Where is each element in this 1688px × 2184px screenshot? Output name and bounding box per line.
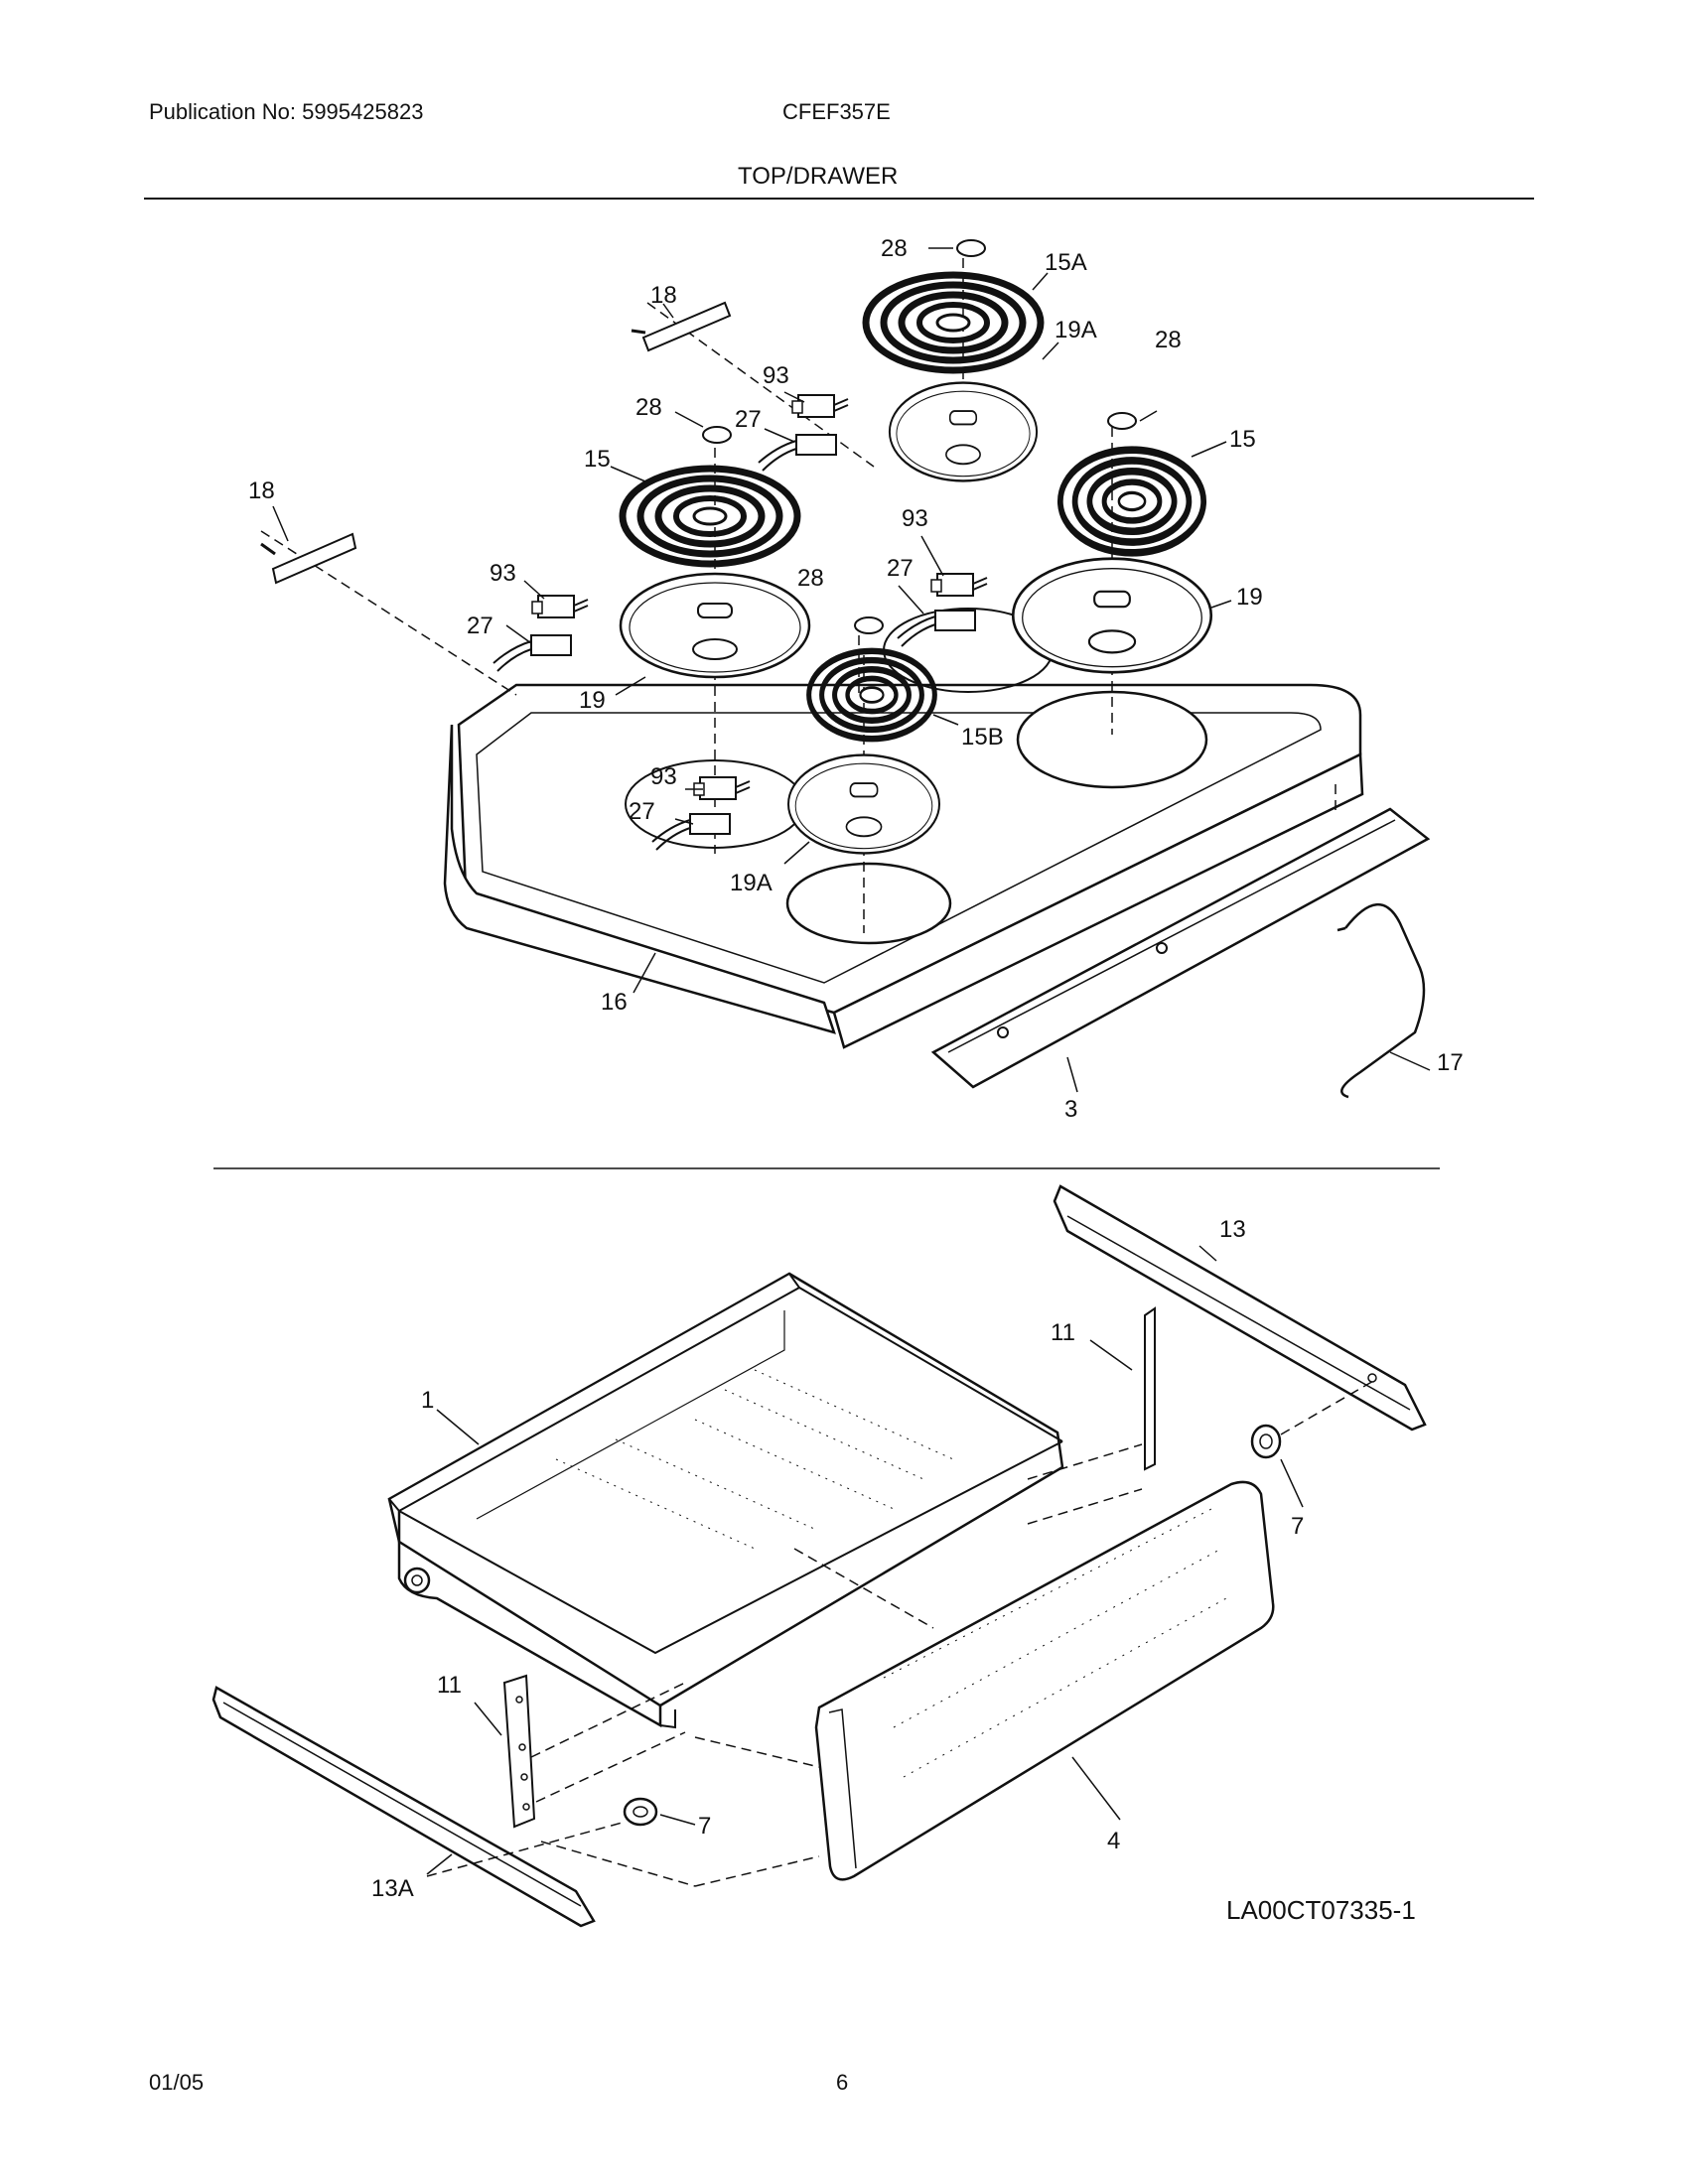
callout-15: 15 [1229, 426, 1256, 453]
callout-15b: 15B [961, 724, 1004, 751]
callout-27: 27 [735, 406, 762, 433]
callout-19a: 19A [730, 870, 773, 896]
callout-28: 28 [1155, 327, 1182, 353]
callout-27: 27 [887, 555, 914, 582]
footer-date: 01/05 [149, 2070, 205, 2095]
callout-28: 28 [797, 565, 824, 592]
callout-17: 17 [1437, 1049, 1464, 1076]
callout-28: 28 [881, 235, 908, 262]
page-number: 6 [836, 2070, 849, 2095]
callout-1: 1 [421, 1387, 434, 1414]
callout-11: 11 [1051, 1319, 1075, 1346]
diagram-reference-code: LA00CT07335-1 [1226, 1895, 1416, 1925]
callout-11: 11 [437, 1672, 462, 1699]
callout-19: 19 [579, 687, 606, 714]
callout-27: 27 [629, 798, 655, 825]
callout-93: 93 [490, 560, 516, 587]
callout-19: 19 [1236, 584, 1263, 611]
callout-28: 28 [635, 394, 662, 421]
model-number: CFEF357E [782, 99, 891, 124]
callout-18: 18 [650, 282, 677, 309]
callout-15: 15 [584, 446, 611, 473]
callout-16: 16 [601, 989, 628, 1016]
callout-93: 93 [902, 505, 928, 532]
section-title: TOP/DRAWER [738, 163, 899, 190]
callout-3: 3 [1064, 1096, 1077, 1123]
callout-27: 27 [467, 613, 493, 639]
callout-19a: 19A [1055, 317, 1097, 343]
callout-13: 13 [1219, 1216, 1246, 1243]
callout-93: 93 [763, 362, 789, 389]
callout-13a: 13A [371, 1875, 414, 1902]
callout-93: 93 [650, 763, 677, 790]
publication-number: Publication No: 5995425823 [149, 99, 424, 124]
header-divider [144, 198, 1534, 200]
callout-7: 7 [698, 1813, 711, 1840]
callout-18: 18 [248, 478, 275, 504]
callout-7: 7 [1291, 1513, 1304, 1540]
callout-4: 4 [1107, 1828, 1120, 1854]
callout-15a: 15A [1045, 249, 1087, 276]
